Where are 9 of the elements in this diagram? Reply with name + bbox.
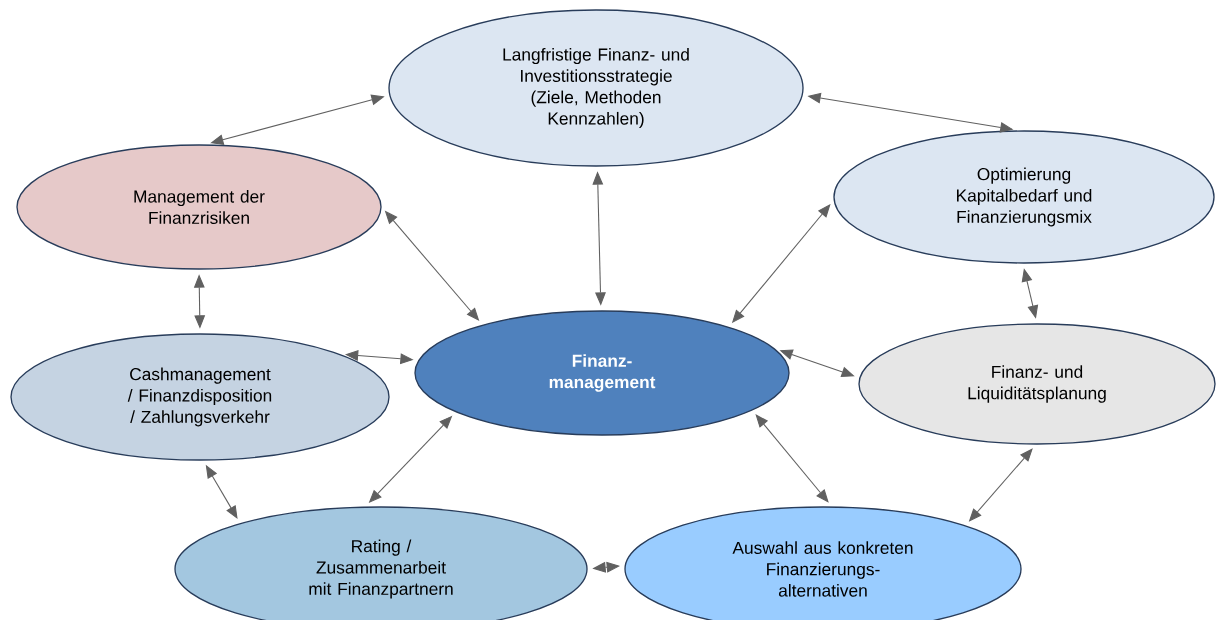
ellipse-node: Finanz- und Liquiditätsplanung	[858, 323, 1216, 445]
ellipse-node: Auswahl aus konkreten Finanzierungs-alternativen	[624, 506, 1022, 620]
ellipse-node: Optimierung Kapitalbedarf und Finanzierungsmix	[833, 130, 1215, 264]
ellipse-node: Management der Finanzrisiken	[16, 144, 382, 270]
ellipse-node: Rating / Zusammenarbeit mit Finanzpartnern	[174, 506, 588, 620]
ellipse-node: Cashmanagement / Finanzdisposition / Zahlungsverkehr	[10, 333, 390, 461]
arrow	[755, 414, 829, 503]
ellipse-node: Langfristige Finanz- und Investitionsstrategie (Ziele, Methoden Kennzahlen)	[388, 9, 804, 167]
ellipse-node: Finanz-management	[414, 310, 790, 436]
